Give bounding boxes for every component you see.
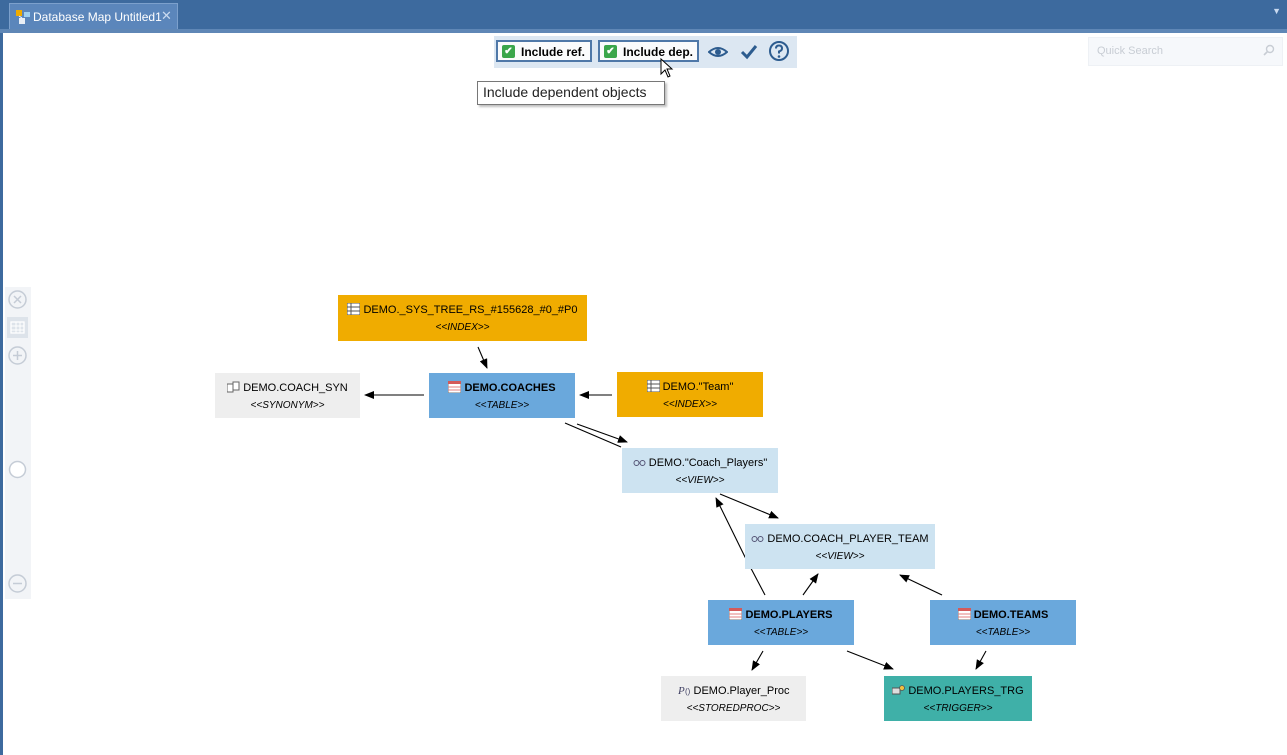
node-stereotype: <<INDEX>>	[435, 322, 490, 333]
tooltip: Include dependent objects	[477, 81, 665, 105]
node-name: DEMO.PLAYERS_TRG	[908, 685, 1024, 697]
node-name: DEMO.TEAMS	[973, 609, 1049, 621]
node-name: DEMO.PLAYERS	[745, 609, 833, 621]
node-name: DEMO._SYS_TREE_RS_#155628_#0_#P0	[363, 304, 578, 316]
node-players[interactable]: DEMO.PLAYERS <<TABLE>>	[708, 600, 854, 645]
node-coach-player-team-view[interactable]: DEMO.COACH_PLAYER_TEAM <<VIEW>>	[745, 524, 935, 569]
edge-players-to-cpt	[802, 573, 819, 596]
node-stereotype: <<STOREDPROC>>	[686, 703, 781, 714]
edge-teams-to-cpt	[899, 574, 943, 596]
svg-text:(): ()	[685, 687, 691, 696]
stored-procedure-icon: P()	[678, 685, 691, 696]
node-stereotype: <<SYNONYM>>	[250, 400, 325, 411]
node-stereotype: <<INDEX>>	[663, 399, 717, 410]
diagram-toolbar: ✔ Include ref. ✔ Include dep.	[494, 36, 797, 68]
node-stereotype: <<VIEW>>	[815, 551, 865, 562]
include-dep-label: Include dep.	[623, 45, 694, 59]
table-icon	[957, 608, 971, 620]
include-ref-toggle[interactable]: ✔ Include ref.	[496, 40, 592, 62]
node-stereotype: <<TABLE>>	[753, 627, 809, 638]
node-stereotype: <<TABLE>>	[975, 627, 1031, 638]
node-players-trg[interactable]: DEMO.PLAYERS_TRG <<TRIGGER>>	[884, 676, 1032, 721]
trigger-icon	[892, 685, 906, 695]
node-stereotype: <<TRIGGER>>	[923, 703, 993, 714]
help-icon[interactable]	[769, 41, 789, 61]
title-bar	[0, 0, 1287, 31]
quick-search-box	[1088, 37, 1283, 66]
node-team-index[interactable]: DEMO."Team" <<INDEX>>	[617, 372, 763, 417]
close-icon[interactable]: ✕	[161, 8, 172, 23]
edge-coaches-to-view-2	[576, 423, 628, 443]
mouse-cursor-icon	[660, 58, 674, 78]
tab-database-map[interactable]: Database Map Untitled1 ✕	[9, 3, 178, 29]
left-border	[0, 33, 3, 755]
fit-to-page-icon[interactable]	[7, 317, 28, 338]
zoom-in-icon[interactable]	[7, 345, 28, 366]
node-name: DEMO."Team"	[662, 381, 734, 393]
tab-label: Database Map Untitled1	[33, 10, 162, 24]
checkbox-checked-icon: ✔	[502, 45, 515, 58]
edge-teams-to-trg	[975, 650, 987, 670]
checkmark-icon[interactable]	[739, 42, 759, 62]
checkbox-checked-icon: ✔	[604, 45, 617, 58]
node-coach-players-view[interactable]: DEMO."Coach_Players" <<VIEW>>	[622, 448, 778, 493]
node-coaches[interactable]: DEMO.COACHES <<TABLE>>	[429, 373, 575, 418]
svg-text:P: P	[678, 685, 685, 696]
table-icon	[729, 608, 743, 620]
node-player-proc[interactable]: P()DEMO.Player_Proc <<STOREDPROC>>	[661, 676, 806, 721]
node-stereotype: <<TABLE>>	[474, 400, 530, 411]
node-coach-syn[interactable]: DEMO.COACH_SYN <<SYNONYM>>	[215, 373, 360, 418]
zoom-out-icon[interactable]	[7, 573, 28, 594]
edge-view-to-cpt	[719, 493, 779, 519]
node-name: DEMO.Player_Proc	[693, 685, 790, 697]
quick-search-input[interactable]	[1095, 44, 1259, 58]
tab-menu-chevron-down-icon[interactable]: ▼	[1272, 6, 1281, 16]
synonym-icon	[227, 381, 240, 393]
node-index-sys-tree[interactable]: DEMO._SYS_TREE_RS_#155628_#0_#P0 <<INDEX…	[338, 295, 587, 341]
edge-index-to-coaches	[477, 346, 488, 369]
edge-coaches-to-view	[564, 422, 622, 448]
zoom-slider-thumb[interactable]	[7, 459, 28, 480]
search-icon[interactable]	[1263, 44, 1275, 56]
index-icon	[347, 303, 361, 315]
index-icon	[646, 380, 660, 392]
edge-players-to-trg	[846, 650, 894, 670]
database-map-icon	[16, 10, 30, 24]
table-icon	[448, 381, 462, 393]
view-icon	[751, 536, 764, 542]
close-circle-icon[interactable]	[7, 289, 28, 310]
node-name: DEMO.COACH_PLAYER_TEAM	[767, 533, 929, 545]
view-icon	[633, 460, 646, 466]
title-bar-underline	[0, 29, 1287, 33]
include-dep-toggle[interactable]: ✔ Include dep.	[598, 40, 699, 62]
node-name: DEMO.COACH_SYN	[243, 382, 348, 394]
eye-icon[interactable]	[708, 42, 728, 62]
include-ref-label: Include ref.	[521, 45, 586, 59]
node-name: DEMO.COACHES	[464, 382, 556, 394]
node-stereotype: <<VIEW>>	[675, 475, 725, 486]
node-teams[interactable]: DEMO.TEAMS <<TABLE>>	[930, 600, 1076, 645]
zoom-panel	[5, 287, 31, 599]
edge-players-to-proc	[751, 650, 764, 671]
node-name: DEMO."Coach_Players"	[648, 457, 768, 469]
